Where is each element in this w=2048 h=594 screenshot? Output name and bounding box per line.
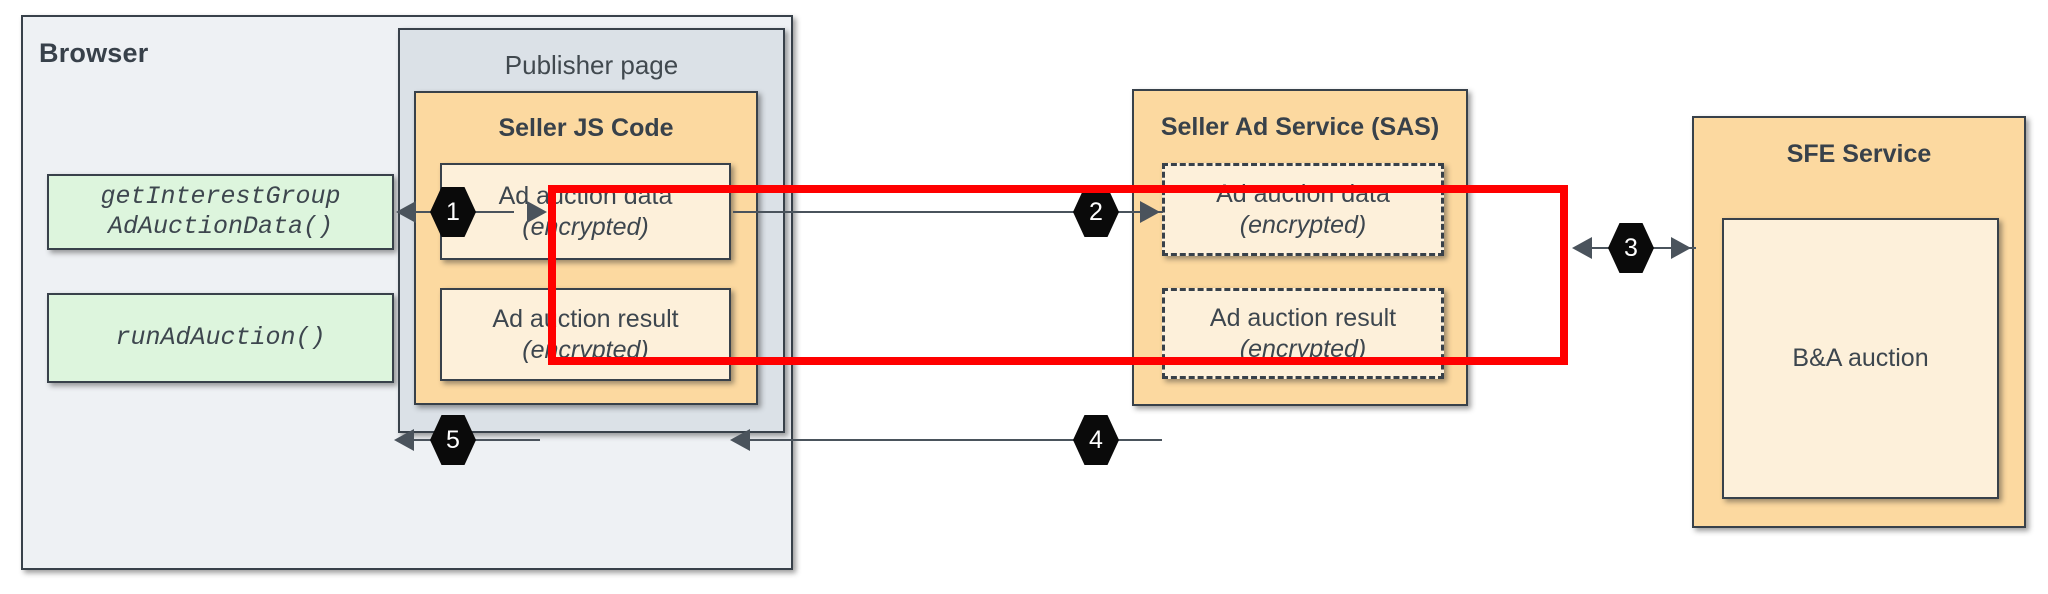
sas-ad-auction-result-text: Ad auction result (encrypted) [1210,303,1396,364]
connector-2-line [733,211,1163,213]
seller-js-code-title: Seller JS Code [498,114,674,142]
browser-title: Browser [39,38,149,68]
step-badge-5-number: 5 [446,425,460,454]
step-badge-4-number: 4 [1089,425,1103,454]
connector-5-arrowhead-left-icon [394,429,414,451]
step-badge-2-shape: 2 [1073,187,1119,237]
get-interest-group-ad-auction-data-label: getInterestGroup AdAuctionData() [100,181,341,242]
ba-auction-label: B&A auction [1792,344,1929,372]
seller-js-ad-auction-result[interactable]: Ad auction result (encrypted) [440,288,731,381]
seller-js-ad-auction-data[interactable]: Ad auction data (encrypted) [440,163,731,260]
step-badge-5-shape: 5 [430,415,476,465]
connector-2-arrowhead-right-icon [1140,201,1160,223]
step-badge-4[interactable]: 4 [1073,414,1119,466]
sas-ad-auction-data[interactable]: Ad auction data (encrypted) [1162,163,1444,256]
step-badge-4-shape: 4 [1073,415,1119,465]
step-badge-1[interactable]: 1 [430,186,476,238]
connector-3-arrowhead-left-icon [1572,237,1592,259]
step-badge-2[interactable]: 2 [1073,186,1119,238]
publisher-page-title: Publisher page [504,50,679,80]
step-badge-3[interactable]: 3 [1608,222,1654,274]
seller-js-ad-auction-data-text: Ad auction data (encrypted) [499,181,673,242]
seller-js-ad-auction-data-line1: Ad auction data [498,182,673,210]
step-badge-1-shape: 1 [430,187,476,237]
seller-js-ad-auction-data-line2: (encrypted) [522,212,649,241]
sas-ad-auction-result-line2: (encrypted) [1239,334,1367,363]
step-badge-3-number: 3 [1624,233,1638,262]
seller-js-ad-auction-result-line2: (encrypted) [522,335,649,364]
sas-ad-auction-data-text: Ad auction data (encrypted) [1216,179,1390,240]
connector-1-arrowhead-right-icon [527,201,547,223]
step-badge-1-number: 1 [446,197,460,226]
sas-ad-auction-data-line1: Ad auction data [1216,180,1390,208]
get-interest-group-ad-auction-data-api[interactable]: getInterestGroup AdAuctionData() [47,174,394,250]
run-ad-auction-api[interactable]: runAdAuction() [47,293,394,383]
ba-auction-box[interactable]: B&A auction [1722,218,1999,499]
step-badge-5[interactable]: 5 [430,414,476,466]
seller-ad-service-title: Seller Ad Service (SAS) [1160,113,1440,141]
step-badge-3-shape: 3 [1608,223,1654,273]
seller-js-ad-auction-result-text: Ad auction result (encrypted) [492,304,678,365]
sas-ad-auction-result[interactable]: Ad auction result (encrypted) [1162,288,1444,379]
connector-4-arrowhead-left-icon [730,429,750,451]
sas-ad-auction-result-line1: Ad auction result [1209,304,1397,332]
run-ad-auction-label: runAdAuction() [115,322,326,352]
sfe-service-title: SFE Service [1786,140,1932,168]
connector-4-line [740,439,1162,441]
sas-ad-auction-data-line2: (encrypted) [1239,210,1367,239]
step-badge-2-number: 2 [1089,197,1103,226]
seller-js-ad-auction-result-line1: Ad auction result [492,305,679,333]
connector-1-arrowhead-left-icon [396,201,416,223]
connector-3-arrowhead-right-icon [1671,237,1691,259]
